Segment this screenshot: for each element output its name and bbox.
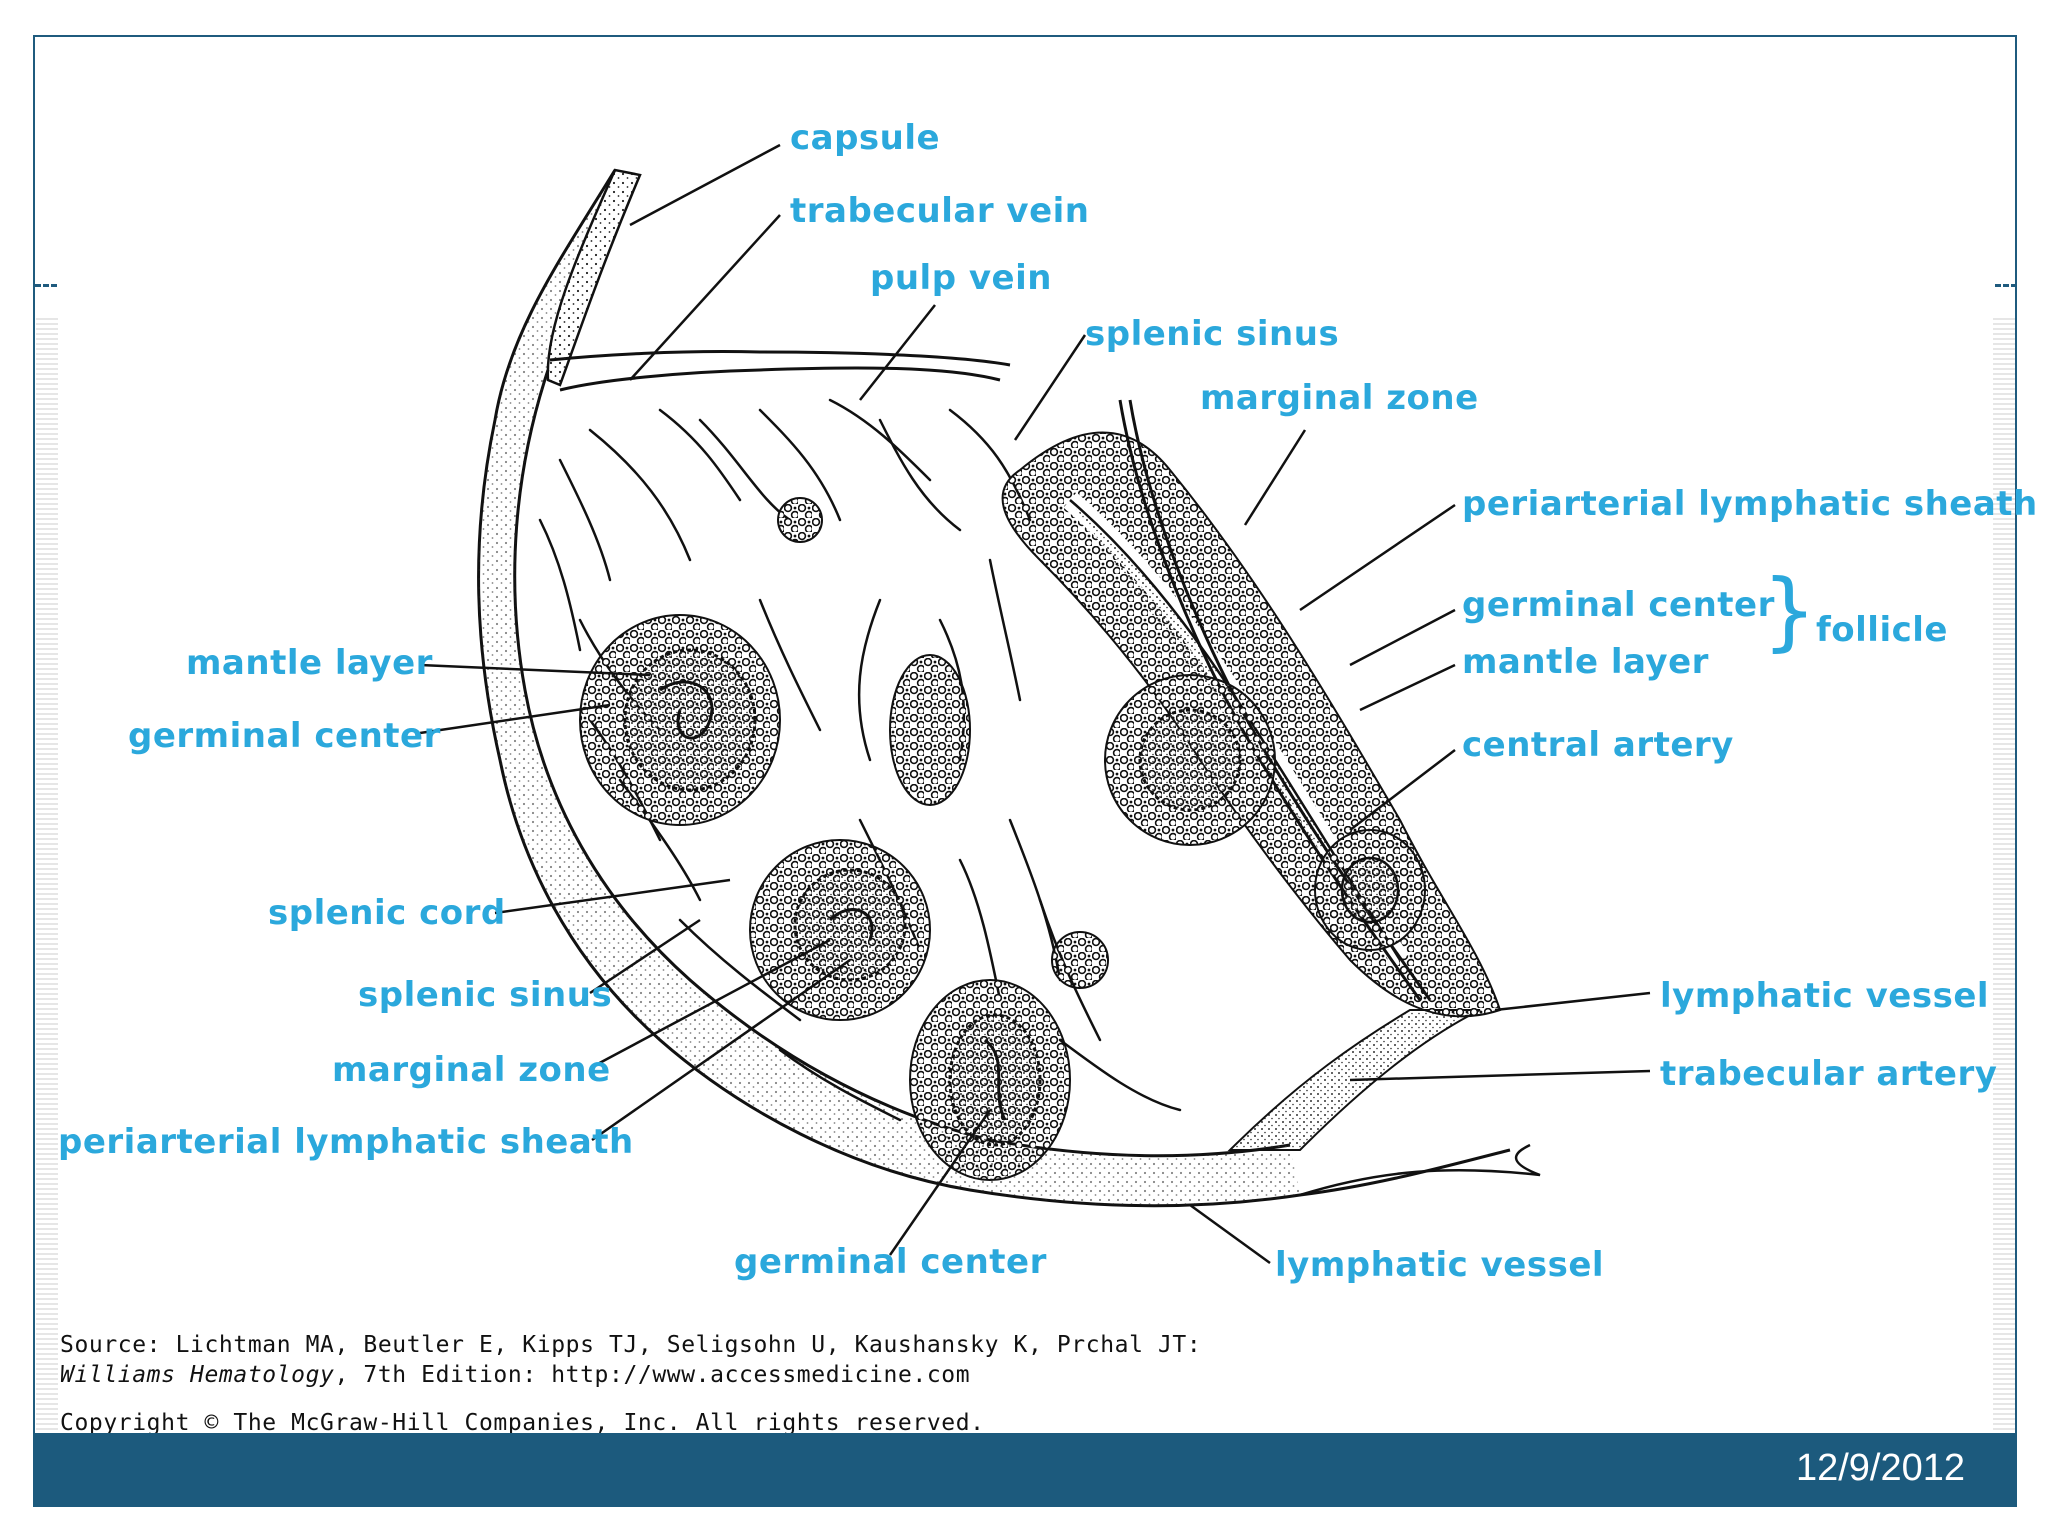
source-line-1: Source: Lichtman MA, Beutler E, Kipps TJ… xyxy=(60,1332,1202,1358)
label-trabecular-artery: trabecular artery xyxy=(1660,1054,1998,1094)
left-edge-pattern xyxy=(36,315,58,1435)
label-splenic-sinus-left: splenic sinus xyxy=(358,975,613,1015)
label-splenic-cord: splenic cord xyxy=(268,893,506,933)
label-splenic-sinus-top: splenic sinus xyxy=(1085,314,1340,354)
label-capsule: capsule xyxy=(790,118,941,158)
title-divider-left xyxy=(35,284,57,287)
footer-bar: 12/9/2012 xyxy=(33,1433,2017,1507)
follicle-center xyxy=(749,839,931,1021)
copyright-line: Copyright © The McGraw-Hill Companies, I… xyxy=(60,1410,985,1436)
slide-frame xyxy=(33,35,2017,1500)
follicle-bottom xyxy=(909,979,1071,1181)
follicle-left xyxy=(579,614,781,826)
title-divider-right xyxy=(1995,284,2017,287)
right-edge-pattern xyxy=(1993,315,2015,1435)
spleen-histology-figure xyxy=(419,143,1651,1265)
book-title: Williams Hematology xyxy=(60,1362,335,1388)
label-central-artery: central artery xyxy=(1462,725,1734,765)
follicle-right xyxy=(1104,674,1276,846)
source-edition-url: , 7th Edition: http://www.accessmedicine… xyxy=(334,1362,971,1388)
label-marginal-zone-left: marginal zone xyxy=(332,1050,611,1090)
label-germinal-center-left: germinal center xyxy=(128,716,441,756)
label-mantle-layer-left: mantle layer xyxy=(186,643,433,683)
label-pulp-vein: pulp vein xyxy=(870,258,1052,298)
label-germinal-center-right: germinal center xyxy=(1462,585,1775,625)
label-pals-left: periarterial lymphatic sheath xyxy=(58,1122,634,1162)
label-lymphatic-vessel-right: lymphatic vessel xyxy=(1660,976,1990,1016)
trabecular-vein-shape xyxy=(546,168,642,387)
label-trabecular-vein: trabecular vein xyxy=(790,191,1090,231)
source-line-2: Williams Hematology, 7th Edition: http:/… xyxy=(60,1362,970,1388)
label-lymphatic-vessel-bottom: lymphatic vessel xyxy=(1275,1245,1605,1285)
label-germinal-center-bottom: germinal center xyxy=(734,1242,1047,1282)
label-follicle: follicle xyxy=(1816,610,1948,650)
label-mantle-layer-right: mantle layer xyxy=(1462,642,1709,682)
label-pals-right: periarterial lymphatic sheath xyxy=(1462,484,2038,524)
label-marginal-zone-top: marginal zone xyxy=(1200,378,1479,418)
follicle-right-lower xyxy=(1314,829,1426,951)
footer-date: 12/9/2012 xyxy=(1795,1447,1965,1489)
follicle-brace: } xyxy=(1762,561,1817,661)
leader-lines xyxy=(419,143,1651,1265)
capsule-stipple xyxy=(478,170,1300,1206)
small-nodules xyxy=(777,497,1109,989)
